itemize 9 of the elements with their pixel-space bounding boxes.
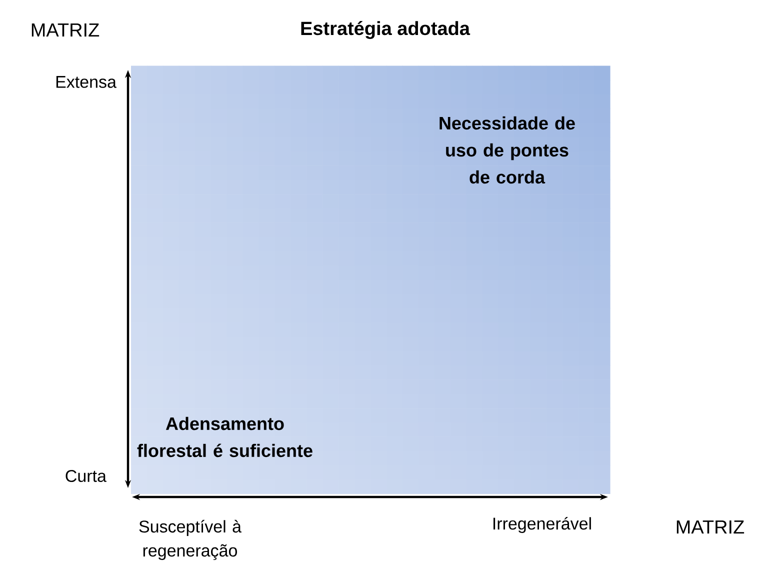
node-label: Adensamento florestal é suficiente [137, 416, 312, 458]
axis-label: Susceptível à regeneração [139, 520, 242, 560]
axis-title: MATRIZ [32, 23, 100, 37]
title: Estratégia adotada [301, 21, 470, 39]
axis-label: Irregenerável [493, 516, 591, 533]
axis-label: Curta [66, 470, 106, 482]
node-label: Necessidade de uso de pontes de corda [440, 116, 575, 184]
quadrant-panel: Necessidade de uso de pontes de corda Adensamento florestal é suficiente [131, 66, 610, 494]
axis-title: MATRIZ [676, 520, 744, 534]
